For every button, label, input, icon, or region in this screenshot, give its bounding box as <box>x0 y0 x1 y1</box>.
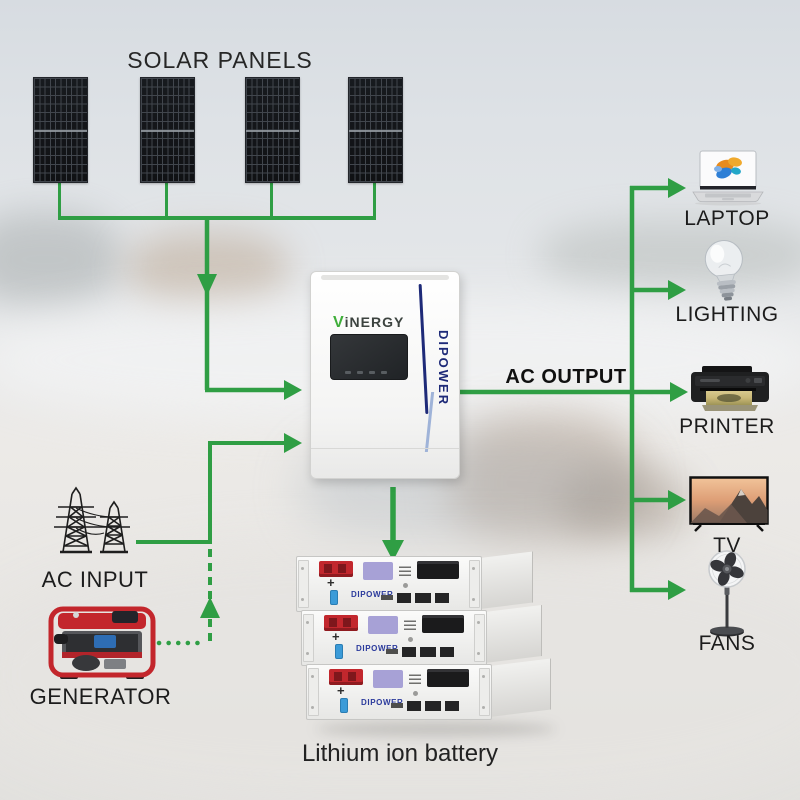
battery-black-connector <box>422 615 464 633</box>
ac-input-label: AC INPUT <box>41 567 149 592</box>
battery-caption: Lithium ion battery <box>301 740 499 767</box>
battery-label-sticker <box>363 562 393 580</box>
laptop-icon <box>692 150 764 206</box>
green-arrow-icon <box>668 490 686 510</box>
screen-button <box>381 371 387 374</box>
battery-module-front: + DIPOWER <box>296 556 482 612</box>
green-arrow-icon <box>670 382 688 402</box>
inverter-lid <box>321 275 449 280</box>
battery-module-side <box>485 605 542 663</box>
battery-shadow <box>316 722 556 736</box>
screw <box>403 583 408 588</box>
green-arrow-icon <box>668 580 686 600</box>
brand-text: iNERGY <box>344 314 405 330</box>
battery-switch <box>335 644 343 659</box>
battery-brand: DIPOWER <box>351 590 394 599</box>
background-blob <box>540 220 800 290</box>
battery-red-connector <box>329 669 363 685</box>
inverter-screen <box>330 334 408 380</box>
green-arrow-icon <box>668 178 686 198</box>
transmission-tower-icon <box>54 486 130 554</box>
battery-vents <box>399 564 411 576</box>
green-arrow-icon <box>284 433 302 453</box>
battery-brand: DIPOWER <box>356 644 399 653</box>
polarity-plus: + <box>337 683 345 698</box>
battery-ports <box>381 593 461 603</box>
battery-module-side <box>490 658 551 717</box>
background-blob <box>0 212 120 307</box>
green-arrow-icon <box>197 274 217 296</box>
light-bulb-icon <box>704 240 743 301</box>
rack-ear <box>303 614 314 662</box>
inverter: ViNERGY DIPOWER <box>310 271 460 479</box>
decor-stripe <box>418 284 429 414</box>
battery-vents <box>409 672 421 684</box>
battery-switch <box>330 590 338 605</box>
solar-panels-title: SOLAR PANELS <box>127 47 313 73</box>
ac-output-label: AC OUTPUT <box>505 366 627 388</box>
battery-red-connector <box>324 615 358 631</box>
battery-label-sticker <box>373 670 403 688</box>
green-arrow-icon <box>200 597 220 618</box>
device-label-printer: PRINTER <box>679 415 775 438</box>
rack-ear <box>474 614 485 662</box>
inverter-brand-logo: ViNERGY <box>333 314 404 332</box>
inverter-side-label: DIPOWER <box>436 330 451 407</box>
inverter-seam <box>311 448 459 449</box>
screen-button <box>357 371 363 374</box>
device-label-laptop: LAPTOP <box>684 207 770 230</box>
screen-button <box>345 371 351 374</box>
battery-brand: DIPOWER <box>361 698 404 707</box>
solar-panel-icon <box>348 77 403 183</box>
battery-module-side <box>480 551 533 609</box>
green-arrow-icon <box>284 380 302 400</box>
screw <box>408 637 413 642</box>
solar-panel-icon <box>33 77 88 183</box>
tv-icon <box>689 476 769 532</box>
battery-module-front: + DIPOWER <box>306 664 492 720</box>
rack-ear <box>469 560 480 608</box>
rack-ear <box>298 560 309 608</box>
generator-icon <box>48 606 156 679</box>
battery-vents <box>404 618 416 630</box>
green-arrow-icon <box>382 540 404 561</box>
screw <box>413 691 418 696</box>
battery-red-connector <box>319 561 353 577</box>
brand-letter: V <box>333 314 345 331</box>
printer-icon <box>691 366 769 411</box>
solar-panel-icon <box>245 77 300 183</box>
battery-ports <box>391 701 471 711</box>
generator-label: GENERATOR <box>29 684 172 709</box>
battery-module-front: + DIPOWER <box>301 610 487 666</box>
standing-fan-icon <box>708 550 746 637</box>
polarity-plus: + <box>332 629 340 644</box>
battery-black-connector <box>417 561 459 579</box>
green-arrow-icon <box>668 280 686 300</box>
rack-ear <box>308 668 319 716</box>
battery-black-connector <box>427 669 469 687</box>
device-label-lighting: LIGHTING <box>675 303 779 326</box>
battery-switch <box>340 698 348 713</box>
device-label-tv: TV <box>713 534 741 557</box>
battery-ports <box>386 647 466 657</box>
battery-stack: + DIPOWER + DIPOWE <box>296 551 566 736</box>
background-blob <box>450 415 640 550</box>
screen-button <box>369 371 375 374</box>
device-label-fans: FANS <box>698 632 756 655</box>
polarity-plus: + <box>327 575 335 590</box>
rack-ear <box>479 668 490 716</box>
solar-panel-icon <box>140 77 195 183</box>
battery-label-sticker <box>368 616 398 634</box>
